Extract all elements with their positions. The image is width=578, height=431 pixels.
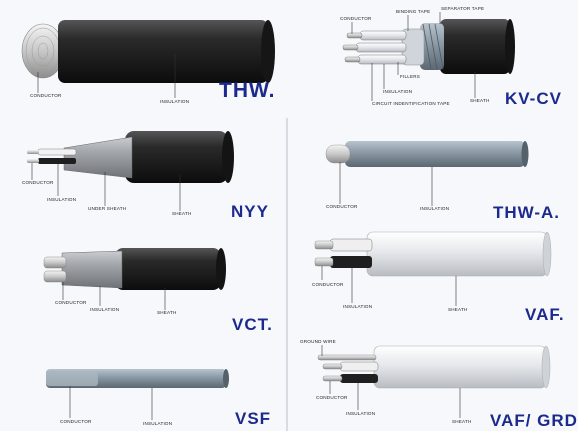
vaf-insulation-label: INSULATION bbox=[343, 304, 372, 309]
vsf-insulation-end bbox=[223, 369, 229, 388]
vafgrd-conductor-label: CONDUCTOR bbox=[316, 395, 348, 400]
vaf-conductor-top bbox=[314, 240, 334, 250]
vaf-conductor-label: CONDUCTOR bbox=[312, 282, 344, 287]
vaf-sheath-end bbox=[542, 231, 552, 277]
cable-vct: CONDUCTOR INSULATION SHEATH VCT. bbox=[43, 248, 273, 334]
kvcv-separator-tape bbox=[420, 23, 444, 70]
nyy-sheath-end bbox=[222, 131, 234, 183]
vafgrd-sheath-end bbox=[541, 345, 551, 389]
cable-thw: CONDUCTOR INSULATION THW. bbox=[21, 20, 276, 104]
cable-vsf: CONDUCTOR INSULATION VSF bbox=[46, 369, 271, 428]
vafgrd-conductor-mid bbox=[322, 363, 343, 370]
nyy-insulation-top bbox=[37, 148, 77, 156]
kvcv-title: KV-CV bbox=[505, 89, 562, 108]
vaf-insulation-bottom bbox=[330, 256, 372, 268]
kvcv-conductor-mid bbox=[342, 44, 359, 51]
nyy-under-sheath bbox=[63, 136, 133, 179]
cable-kvcv: CONDUCTOR BINDING TAPE SEPARATOR TAPE FI… bbox=[340, 6, 562, 108]
vct-sheath-label: SHEATH bbox=[157, 310, 177, 315]
thwa-insulation-label: INSULATION bbox=[420, 206, 449, 211]
nyy-conductor-label: CONDUCTOR bbox=[22, 180, 54, 185]
vct-conductor-top bbox=[43, 256, 67, 269]
nyy-sheath bbox=[125, 131, 228, 183]
vct-insulation-label: INSULATION bbox=[90, 307, 119, 312]
thw-strands-icon bbox=[25, 27, 61, 75]
kvcv-insulation-top bbox=[359, 30, 407, 41]
thwa-title: THW-A. bbox=[493, 203, 560, 222]
vct-sheath bbox=[115, 248, 221, 290]
cable-nyy: CONDUCTOR INSULATION UNDER SHEATH SHEATH… bbox=[22, 131, 269, 221]
cable-thwa: CONDUCTOR INSULATION THW-A. bbox=[325, 141, 560, 222]
vaf-sheath bbox=[366, 231, 548, 277]
cable-vaf: CONDUCTOR INSULATION SHEATH VAF. bbox=[312, 231, 565, 324]
thw-jacket-end bbox=[261, 20, 275, 83]
thw-insulation-label: INSULATION bbox=[160, 99, 189, 104]
vafgrd-ground-wire bbox=[317, 354, 377, 361]
vct-sheath-end bbox=[216, 248, 226, 290]
vct-title: VCT. bbox=[232, 315, 273, 334]
thw-title: THW. bbox=[219, 79, 276, 102]
thwa-conductor-label: CONDUCTOR bbox=[326, 204, 358, 209]
vct-insulation bbox=[61, 250, 123, 289]
vafgrd-conductor-bottom bbox=[322, 375, 343, 382]
kvcv-conductor-bottom bbox=[344, 56, 361, 63]
thwa-insulation-end bbox=[521, 141, 529, 167]
vaf-insulation-top bbox=[329, 238, 373, 252]
kvcv-sheath bbox=[440, 19, 510, 74]
kvcv-conductor-label: CONDUCTOR bbox=[340, 16, 372, 21]
vafgrd-title: VAF/ GRD bbox=[490, 411, 578, 430]
kvcv-separator-tape-label: SEPARATOR TAPE bbox=[441, 6, 484, 11]
vct-conductor-bottom bbox=[43, 270, 67, 283]
vafgrd-insulation-bottom bbox=[340, 374, 378, 383]
kvcv-conductor-top bbox=[346, 32, 363, 39]
vafgrd-sheath-label: SHEATH bbox=[452, 419, 472, 424]
kvcv-sheath-label: SHEATH bbox=[470, 98, 490, 103]
nyy-insulation-label: INSULATION bbox=[47, 197, 76, 202]
nyy-conductor-bottom bbox=[27, 159, 39, 163]
nyy-title: NYY bbox=[231, 202, 269, 221]
vct-conductor-label: CONDUCTOR bbox=[55, 300, 87, 305]
nyy-sheath-label: SHEATH bbox=[172, 211, 192, 216]
kvcv-sheath-end bbox=[505, 19, 515, 74]
thwa-conductor bbox=[325, 144, 351, 164]
nyy-insulation-bottom bbox=[38, 158, 76, 164]
vsf-title: VSF bbox=[235, 409, 271, 428]
vaf-conductor-bottom bbox=[314, 257, 334, 267]
thwa-insulation bbox=[345, 141, 525, 167]
vafgrd-insulation-mid bbox=[339, 361, 379, 372]
thw-conductor-end bbox=[21, 23, 65, 79]
vsf-conductor-label: CONDUCTOR bbox=[60, 419, 92, 424]
vaf-sheath-label: SHEATH bbox=[448, 307, 468, 312]
kvcv-insulation-mid bbox=[355, 42, 407, 53]
vafgrd-sheath bbox=[373, 345, 547, 389]
nyy-under-sheath-label: UNDER SHEATH bbox=[88, 206, 126, 211]
kvcv-tape-hatch bbox=[422, 23, 444, 70]
thw-insulation bbox=[58, 20, 268, 83]
vaf-title: VAF. bbox=[525, 305, 565, 324]
vafgrd-insulation-label: INSULATION bbox=[346, 411, 375, 416]
kvcv-insulation-label: INSULATION bbox=[383, 89, 412, 94]
kvcv-insulation-bottom bbox=[357, 54, 407, 65]
vsf-conductor bbox=[46, 371, 98, 386]
nyy-conductor-top bbox=[27, 150, 39, 154]
thw-conductor-label: CONDUCTOR bbox=[30, 93, 62, 98]
vsf-insulation-label: INSULATION bbox=[143, 421, 172, 426]
cable-vafgrd: GROUND WIRE CONDUCTOR INSULATION SHEATH … bbox=[300, 339, 578, 430]
kvcv-fillers-label: FILLERS bbox=[400, 74, 420, 79]
kvcv-binding-tape-label: BINDING TAPE bbox=[396, 9, 430, 14]
kvcv-circuit-id-tape-label: CIRCUIT INDENTIFICATION TAPE bbox=[372, 101, 450, 106]
vafgrd-ground-wire-label: GROUND WIRE bbox=[300, 339, 336, 344]
